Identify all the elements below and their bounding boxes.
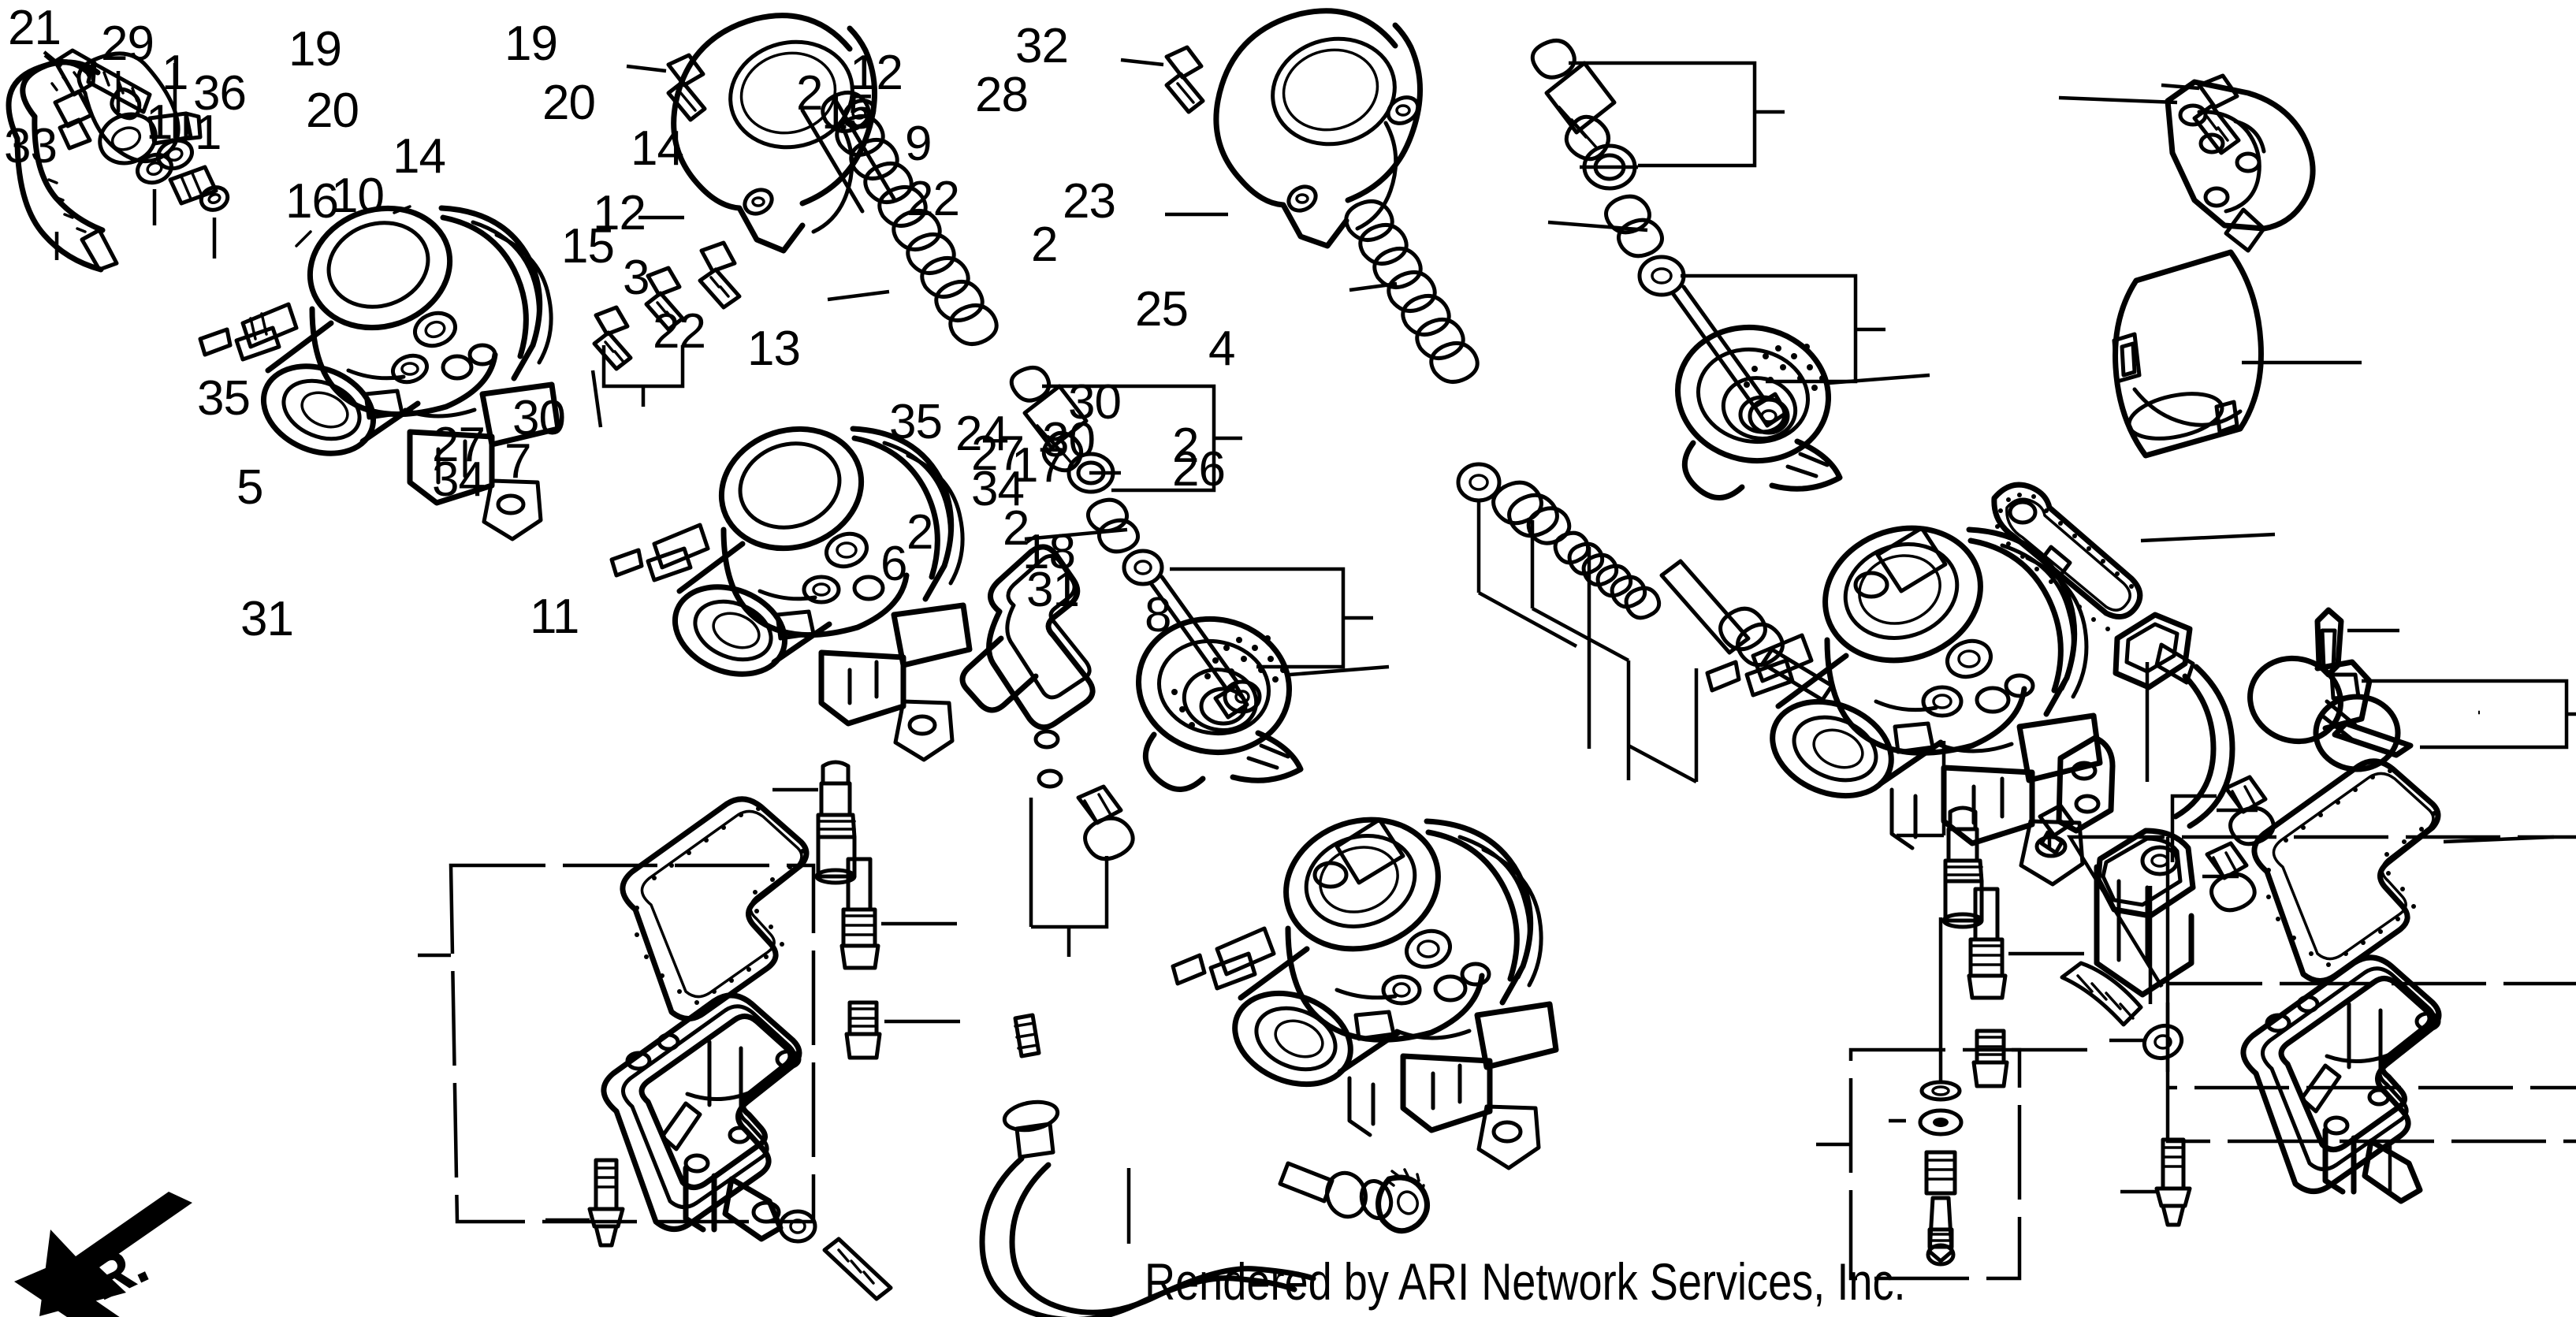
callout-throttle-link-plate: 28 — [975, 68, 1029, 122]
callout-throttle-stop-set: 4 — [1208, 322, 1235, 376]
part-diaphragm-22-mid — [1135, 616, 1390, 792]
callout-float-chamber-set-right: 26 — [1172, 442, 1226, 497]
callout-washer-upper: 1 — [162, 46, 188, 100]
callout-vacuum-piston: 23 — [1063, 174, 1116, 229]
part-drain-tube-11 — [979, 1013, 1430, 1317]
callout-fuel-hose: 33 — [4, 119, 58, 173]
callout-screw-throttle-lever: 32 — [1015, 19, 1069, 73]
part-float-chamber-set-right — [1816, 758, 2576, 1281]
callout-spring-compression-right: 14 — [631, 121, 684, 176]
callout-needle-jet-holder-mid: 12 — [593, 186, 646, 240]
part-needle-jet-center — [1009, 365, 1373, 714]
callout-needle-jet-right: 27 — [971, 426, 1025, 481]
callout-spring-compression-left: 14 — [393, 129, 446, 184]
callout-main-jet-left: 35 — [197, 371, 251, 426]
callout-union-fitting: 36 — [193, 66, 247, 121]
part-tps-sensor-17 — [2038, 607, 2576, 1004]
callout-slow-jet-left: 34 — [432, 452, 486, 507]
callout-screw-bracket-upper: 30 — [512, 391, 566, 445]
callout-main-jet-right: 35 — [889, 395, 943, 449]
part-screws-10-16 — [590, 240, 742, 428]
part-carburetor-body-1 — [198, 205, 561, 541]
callout-bolt-upper-left: 21 — [8, 1, 61, 55]
part-carburetor-body-4 — [1171, 817, 1559, 1170]
part-diaphragm-22-upper — [1674, 324, 1930, 500]
part-needle-jet-upper-right — [1530, 39, 1885, 435]
part-spring-14-right — [1344, 199, 1480, 384]
part-carburetor-body-3 — [1705, 525, 2103, 887]
callout-drain-screw-set: 18 — [1022, 525, 1076, 579]
callout-screw-vacuum-chamber-cover-right: 19 — [504, 17, 558, 71]
callout-fuel-valve-body: 29 — [101, 17, 154, 71]
callout-o-ring-upper: 2 — [796, 66, 823, 121]
callout-screw-sensor-lower: 30 — [1042, 413, 1096, 467]
callout-spring-pilot-screw: 16 — [285, 174, 339, 229]
callout-needle-jet-left: 27 — [432, 418, 486, 472]
callout-vacuum-chamber-cover-left: 20 — [306, 84, 359, 138]
callout-pilot-screw-set: 13 — [747, 322, 801, 376]
callout-screw-vacuum-chamber-cover-left: 19 — [288, 22, 342, 76]
callout-float-arm-pin-set: 9 — [905, 117, 932, 171]
callout-vacuum-chamber-cover-right: 20 — [542, 76, 596, 130]
part-fuel-valve-group — [6, 48, 230, 273]
part-spring-14-left — [800, 91, 999, 346]
callout-clip-needle: 25 — [1135, 282, 1189, 337]
callout-diaphragm-mid: 22 — [653, 304, 706, 359]
callout-pilot-screw-set-lower: 6 — [880, 537, 907, 591]
callout-washer-lower: 1 — [195, 106, 221, 160]
part-vacuum-cover-right — [1120, 8, 1423, 249]
callout-o-ring-gasket-right: 2 — [1031, 218, 1058, 272]
render-credit: Rendered by ARI Network Services, Inc. — [1145, 1252, 1906, 1311]
part-jets-left — [772, 760, 960, 1060]
part-bracket-assembly-7 — [959, 544, 1135, 957]
callout-float-chamber-body-right: 8 — [1145, 588, 1171, 642]
callout-needle-jet-holder-upper: 12 — [850, 46, 903, 100]
spring-13 — [1553, 530, 1662, 620]
callout-gasket-float-chamber-right: 2 — [1172, 419, 1199, 473]
part-carburetor-body-2 — [609, 426, 973, 762]
callout-screw-set: 10 — [331, 169, 385, 223]
part-float-chamber-set-5 — [418, 796, 893, 1301]
callout-bracket-assembly: 7 — [504, 434, 531, 489]
callout-washer-mid: 1 — [146, 95, 173, 150]
callout-screw-sensor-upper: 30 — [1068, 375, 1122, 430]
callout-washer-pilot: 2 — [906, 505, 933, 560]
callout-float-set: 3 — [623, 251, 650, 305]
front-direction-arrow — [14, 1192, 192, 1317]
callout-spring-upper: 15 — [821, 85, 875, 140]
callout-slow-jet-right: 34 — [971, 462, 1025, 516]
callout-drain-tube: 11 — [530, 590, 579, 644]
part-pilot-screw-set-13 — [1456, 462, 1834, 783]
callout-spring-mid: 15 — [561, 219, 615, 273]
part-gasket-2-right — [1991, 482, 2276, 631]
part-jets-right — [1897, 741, 2087, 1088]
callout-screw-float-chamber-left: 31 — [240, 592, 294, 646]
callout-screw-float-chamber-right: 31 — [1026, 563, 1080, 617]
callout-collar: 24 — [955, 407, 1009, 461]
callout-washer-drain: 2 — [1003, 501, 1029, 556]
part-vacuum-piston-23 — [2112, 249, 2362, 459]
part-throttle-plate-28 — [2058, 73, 2316, 253]
callout-throttle-position-sensor: 17 — [1011, 438, 1065, 493]
callout-diaphragm-upper-right: 22 — [906, 172, 960, 226]
callout-float-chamber-set-left: 5 — [236, 460, 263, 515]
